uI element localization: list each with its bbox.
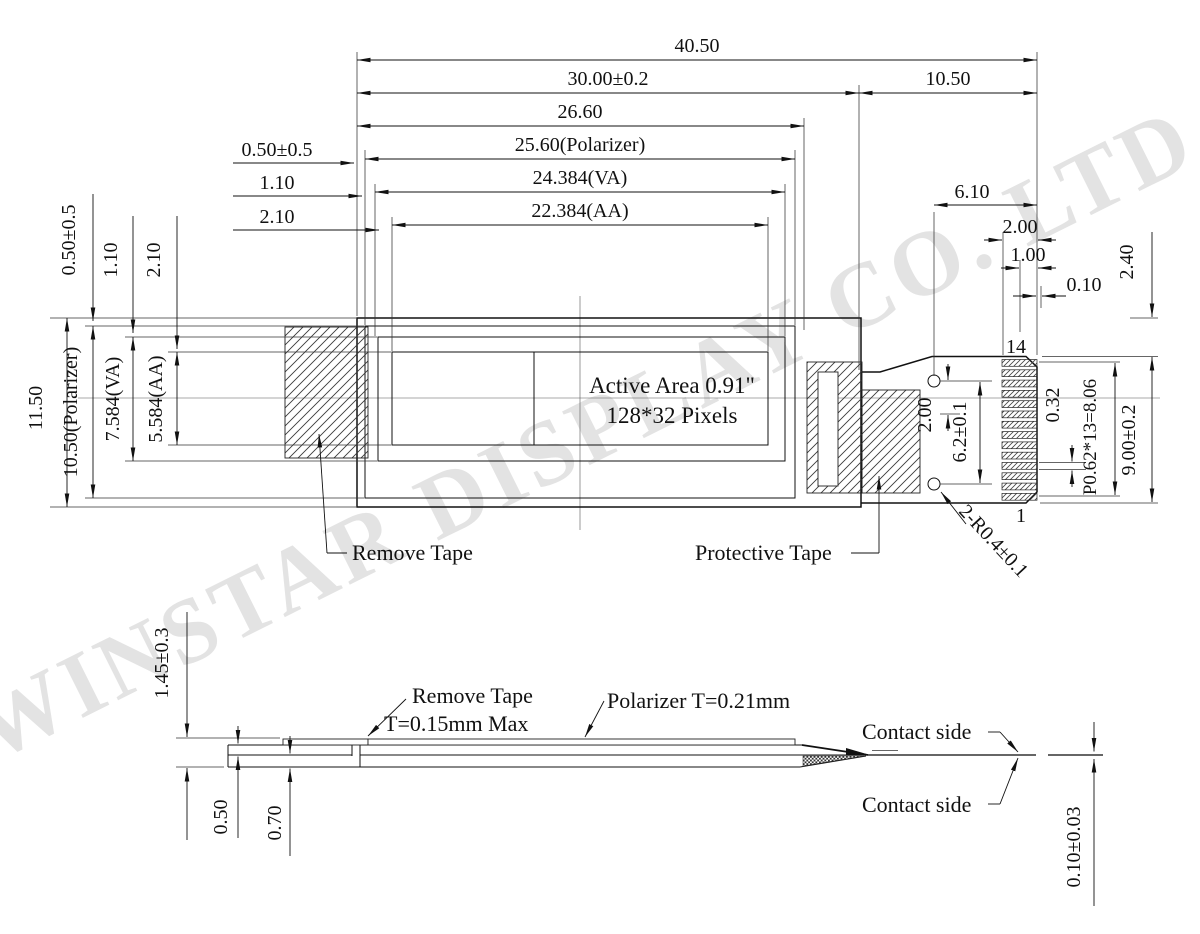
pin: [1001, 482, 1038, 491]
dim-va-width: 24.384(VA): [533, 167, 628, 189]
pin: [1001, 431, 1038, 439]
dim-total-thickness: 1.45±0.3: [151, 628, 173, 699]
active-area-label-line2: 128*32 Pixels: [607, 403, 738, 428]
pin-strip: [1001, 359, 1038, 501]
alignment-hole-top: [927, 374, 941, 388]
dim-pin-offset1: 1.00: [1011, 244, 1046, 266]
side-dimension-lines: [176, 612, 1097, 906]
active-area-outline: [391, 351, 769, 446]
dim-polarizer-height: 10.50(Polarizer): [60, 347, 82, 478]
pin: [1001, 400, 1038, 408]
dim-pin-width: 0.32: [1042, 388, 1064, 423]
dim-aa-height: 5.584(AA): [145, 355, 167, 442]
dim-overall-height: 11.50: [25, 386, 47, 430]
dim-pin-length: 2.00: [1003, 216, 1038, 238]
dim-polarizer-offset-left: 0.50±0.5: [58, 205, 80, 276]
side-remove-tape-label-line1: Remove Tape: [412, 683, 533, 708]
dim-va-height: 7.584(VA): [102, 357, 124, 442]
pin14-label: 14: [1006, 336, 1026, 358]
dim-tail-top-offset: 2.40: [1116, 245, 1138, 280]
dimension-lines: [64, 57, 1155, 554]
dim-glass-width: 30.00±0.2: [568, 68, 649, 90]
dim-hole-edge-distance: 6.10: [955, 181, 990, 203]
dim-pin-pitch: P0.62*13=8.06: [1080, 379, 1101, 495]
extension-lines: [50, 52, 1158, 508]
side-view: 1.45±0.3 Remove Tape T=0.15mm Max Polari…: [151, 612, 1103, 906]
pin: [1001, 451, 1038, 460]
pin: [1001, 420, 1038, 429]
side-seal-tip: [846, 748, 870, 755]
contact-side-bottom-label: Contact side: [862, 792, 971, 817]
pin: [1001, 462, 1038, 470]
protective-tape-hatch-right: [861, 389, 921, 494]
pin: [1001, 410, 1038, 419]
dim-tail-width: 10.50: [926, 68, 971, 90]
side-polarizer-strip: [367, 738, 796, 746]
contact-side-top-label: Contact side: [862, 719, 971, 744]
pin1-label: 1: [1016, 505, 1026, 527]
dim-bottom-glass-thickness: 0.70: [264, 806, 286, 841]
driver-ic: [817, 371, 839, 487]
dim-hole-center-offset: 2.00: [914, 398, 936, 433]
side-polarizer-label: Polarizer T=0.21mm: [607, 688, 790, 713]
remove-tape-hatch: [284, 326, 369, 459]
dim-aa-offset-top: 2.10: [260, 206, 295, 228]
alignment-hole-bottom: [927, 477, 941, 491]
active-area-label-line1: Active Area 0.91": [589, 373, 755, 398]
side-seal-hatch: [802, 755, 865, 767]
side-taper-bottom-edge: [799, 755, 867, 768]
protective-tape-label: Protective Tape: [695, 540, 832, 565]
dim-aa-width: 22.384(AA): [531, 200, 628, 222]
dim-tail-thickness: 0.10±0.03: [1063, 807, 1085, 888]
pin: [1001, 390, 1038, 398]
pin: [1001, 379, 1038, 388]
dim-va-offset-top: 1.10: [260, 172, 295, 194]
dim-polarizer-width: 25.60(Polarizer): [515, 134, 646, 156]
dim-va-offset-left: 1.10: [100, 243, 122, 278]
plan-view: 40.50 30.00±0.2 10.50 26.60 25.60(Polari…: [25, 35, 1160, 582]
pin: [1001, 472, 1038, 480]
dim-outline-width: 26.60: [558, 101, 603, 123]
dim-tail-height: 9.00±0.2: [1118, 405, 1140, 476]
side-remove-tape-strip: [282, 738, 369, 746]
pin: [1001, 493, 1038, 501]
pin: [1001, 359, 1038, 367]
dim-aa-offset-left: 2.10: [143, 243, 165, 278]
remove-tape-label: Remove Tape: [352, 540, 473, 565]
dim-polarizer-offset-top: 0.50±0.5: [242, 139, 313, 161]
pin: [1001, 369, 1038, 377]
viewing-area-outline: [377, 336, 786, 462]
pin: [1001, 441, 1038, 450]
dim-overall-width: 40.50: [675, 35, 720, 57]
dim-top-glass-thickness: 0.50: [210, 800, 232, 835]
dim-hole-pitch: 6.2±0.1: [949, 402, 971, 463]
dim-pin-offset2: 0.10: [1067, 274, 1102, 296]
side-remove-tape-label-line2: T=0.15mm Max: [384, 711, 528, 736]
